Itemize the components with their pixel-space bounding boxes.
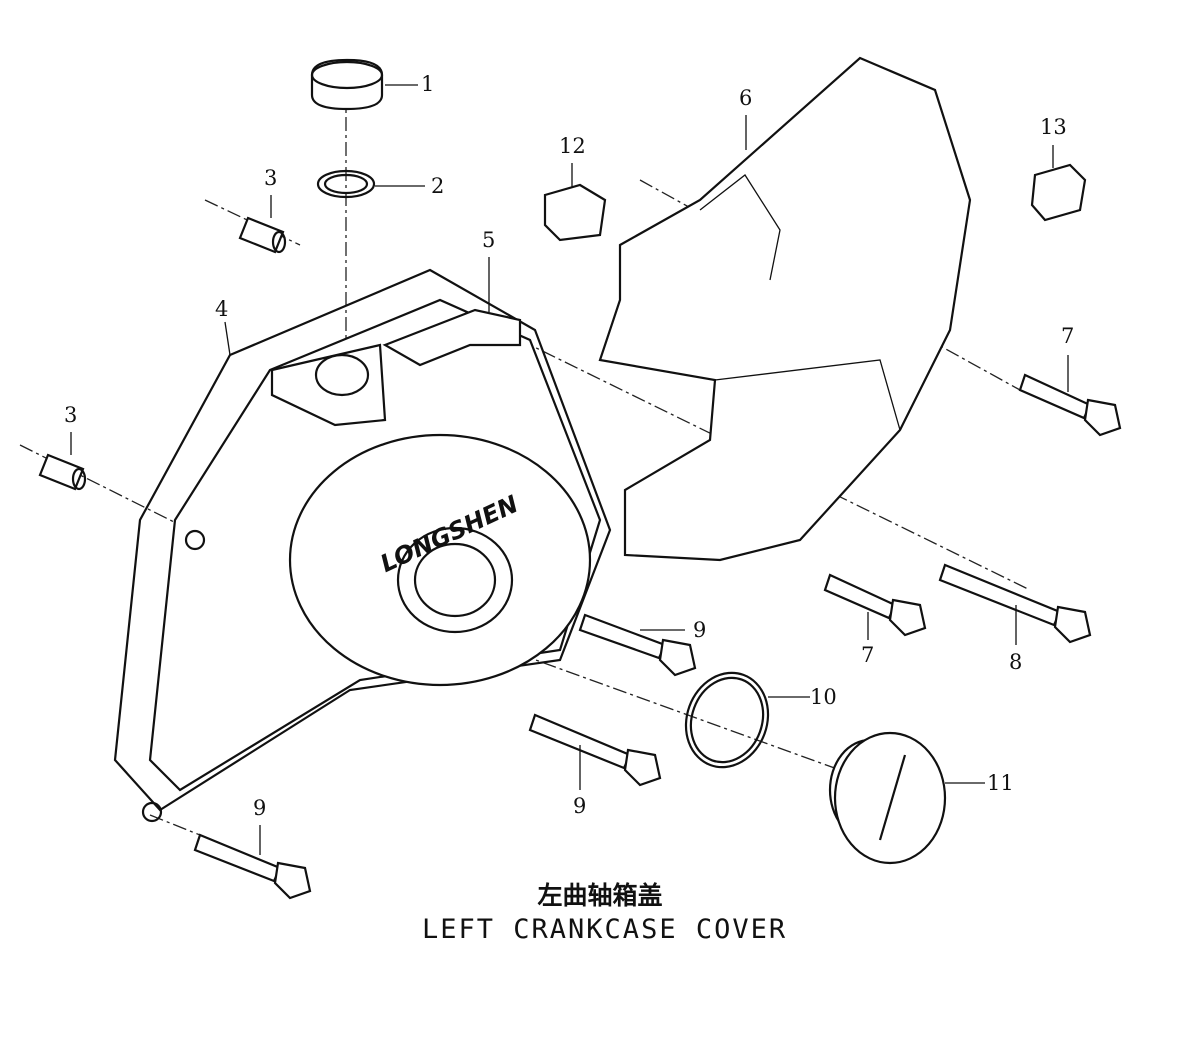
part-bolt-9-upper: [578, 613, 697, 677]
callout-7-upper: 7: [1061, 324, 1075, 348]
callout-8: 8: [1009, 650, 1023, 674]
diagram-title-english: LEFT CRANKCASE COVER: [422, 914, 788, 945]
part-oil-filler-cap: [310, 58, 384, 111]
part-sprocket-cover: [598, 56, 972, 562]
part-dowel-pin-lower: [38, 453, 87, 491]
part-grommet: [543, 183, 607, 242]
callout-13: 13: [1040, 115, 1067, 139]
part-bolt-9-lower: [193, 833, 312, 900]
part-bolt-8: [938, 563, 1092, 644]
callout-4: 4: [215, 297, 229, 321]
part-o-ring-large: [684, 671, 770, 769]
axis-line-bolt-7: [639, 179, 1021, 391]
part-o-ring-small: [316, 169, 376, 199]
part-inspection-plug: [828, 731, 947, 865]
callout-7-lower: 7: [861, 643, 875, 667]
callout-10: 10: [810, 685, 837, 709]
callout-3-lower: 3: [64, 403, 78, 427]
part-bracket: [382, 308, 522, 367]
callout-leaders: [70, 84, 1069, 855]
callout-3-upper: 3: [264, 166, 278, 190]
callout-2: 2: [431, 174, 445, 198]
part-clip: [1030, 163, 1087, 222]
part-dowel-pin-upper: [238, 216, 287, 254]
callout-9-upper: 9: [693, 618, 707, 642]
callout-6: 6: [739, 86, 753, 110]
callout-9-middle: 9: [573, 794, 587, 818]
diagram-title-chinese: 左曲轴箱盖: [537, 881, 663, 910]
callout-11: 11: [987, 771, 1014, 795]
part-bolt-7-upper: [1018, 373, 1122, 437]
callout-9-lower: 9: [253, 796, 267, 820]
callout-1: 1: [421, 72, 435, 96]
part-bolt-7-lower: [823, 573, 927, 637]
callout-5: 5: [482, 228, 496, 252]
callout-12: 12: [559, 134, 586, 158]
part-crankcase-cover: [113, 268, 612, 823]
part-bolt-9-middle: [528, 713, 662, 787]
